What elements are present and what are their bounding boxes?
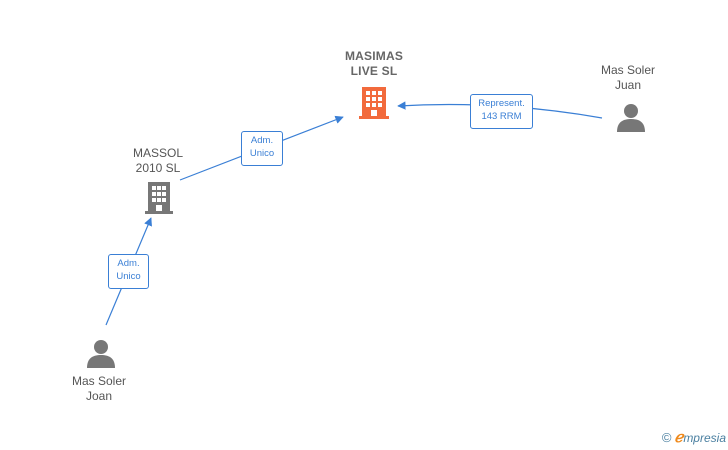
- edge-badge-detail: 143 RRM: [481, 111, 522, 122]
- empresia-logo[interactable]: ©ℯmpresia: [662, 428, 726, 446]
- node-juan-name-line1: Mas Soler: [600, 63, 656, 77]
- edge-badge-massol-to-masimas[interactable]: Adm. Unico: [241, 131, 283, 166]
- node-massol-name-line1: MASSOL: [132, 146, 183, 160]
- building-icon[interactable]: [359, 86, 389, 124]
- edge-badge-detail: Unico: [249, 148, 275, 159]
- node-joan-label: Mas Soler Joan: [59, 374, 139, 404]
- edge-badge-role: Adm.: [250, 135, 274, 146]
- node-masimas-name-line1: MASIMAS: [344, 49, 404, 63]
- person-icon[interactable]: [616, 102, 646, 137]
- node-juan-label: Mas Soler Juan: [588, 63, 668, 93]
- node-massol-label: MASSOL 2010 SL: [120, 146, 196, 176]
- building-icon[interactable]: [145, 181, 173, 219]
- edge-badge-role: Adm.: [117, 258, 140, 269]
- copyright-symbol: ©: [661, 430, 672, 445]
- node-joan-name-line1: Mas Soler: [71, 374, 127, 388]
- node-massol-name-line2: 2010 SL: [135, 161, 181, 175]
- empresia-logo-text: mpresia: [683, 431, 726, 445]
- node-masimas-label: MASIMAS LIVE SL: [330, 49, 418, 79]
- person-icon[interactable]: [86, 338, 116, 373]
- edge-badge-juan-to-masimas[interactable]: Represent. 143 RRM: [470, 94, 533, 129]
- empresia-logo-e: ℯ: [674, 429, 684, 446]
- edge-badge-detail: Unico: [116, 271, 141, 282]
- node-joan-name-line2: Joan: [85, 389, 113, 403]
- edge-badge-role: Represent.: [478, 98, 525, 109]
- node-juan-name-line2: Juan: [614, 78, 642, 92]
- edge-badge-joan-to-massol[interactable]: Adm. Unico: [108, 254, 149, 289]
- node-masimas-name-line2: LIVE SL: [350, 64, 398, 78]
